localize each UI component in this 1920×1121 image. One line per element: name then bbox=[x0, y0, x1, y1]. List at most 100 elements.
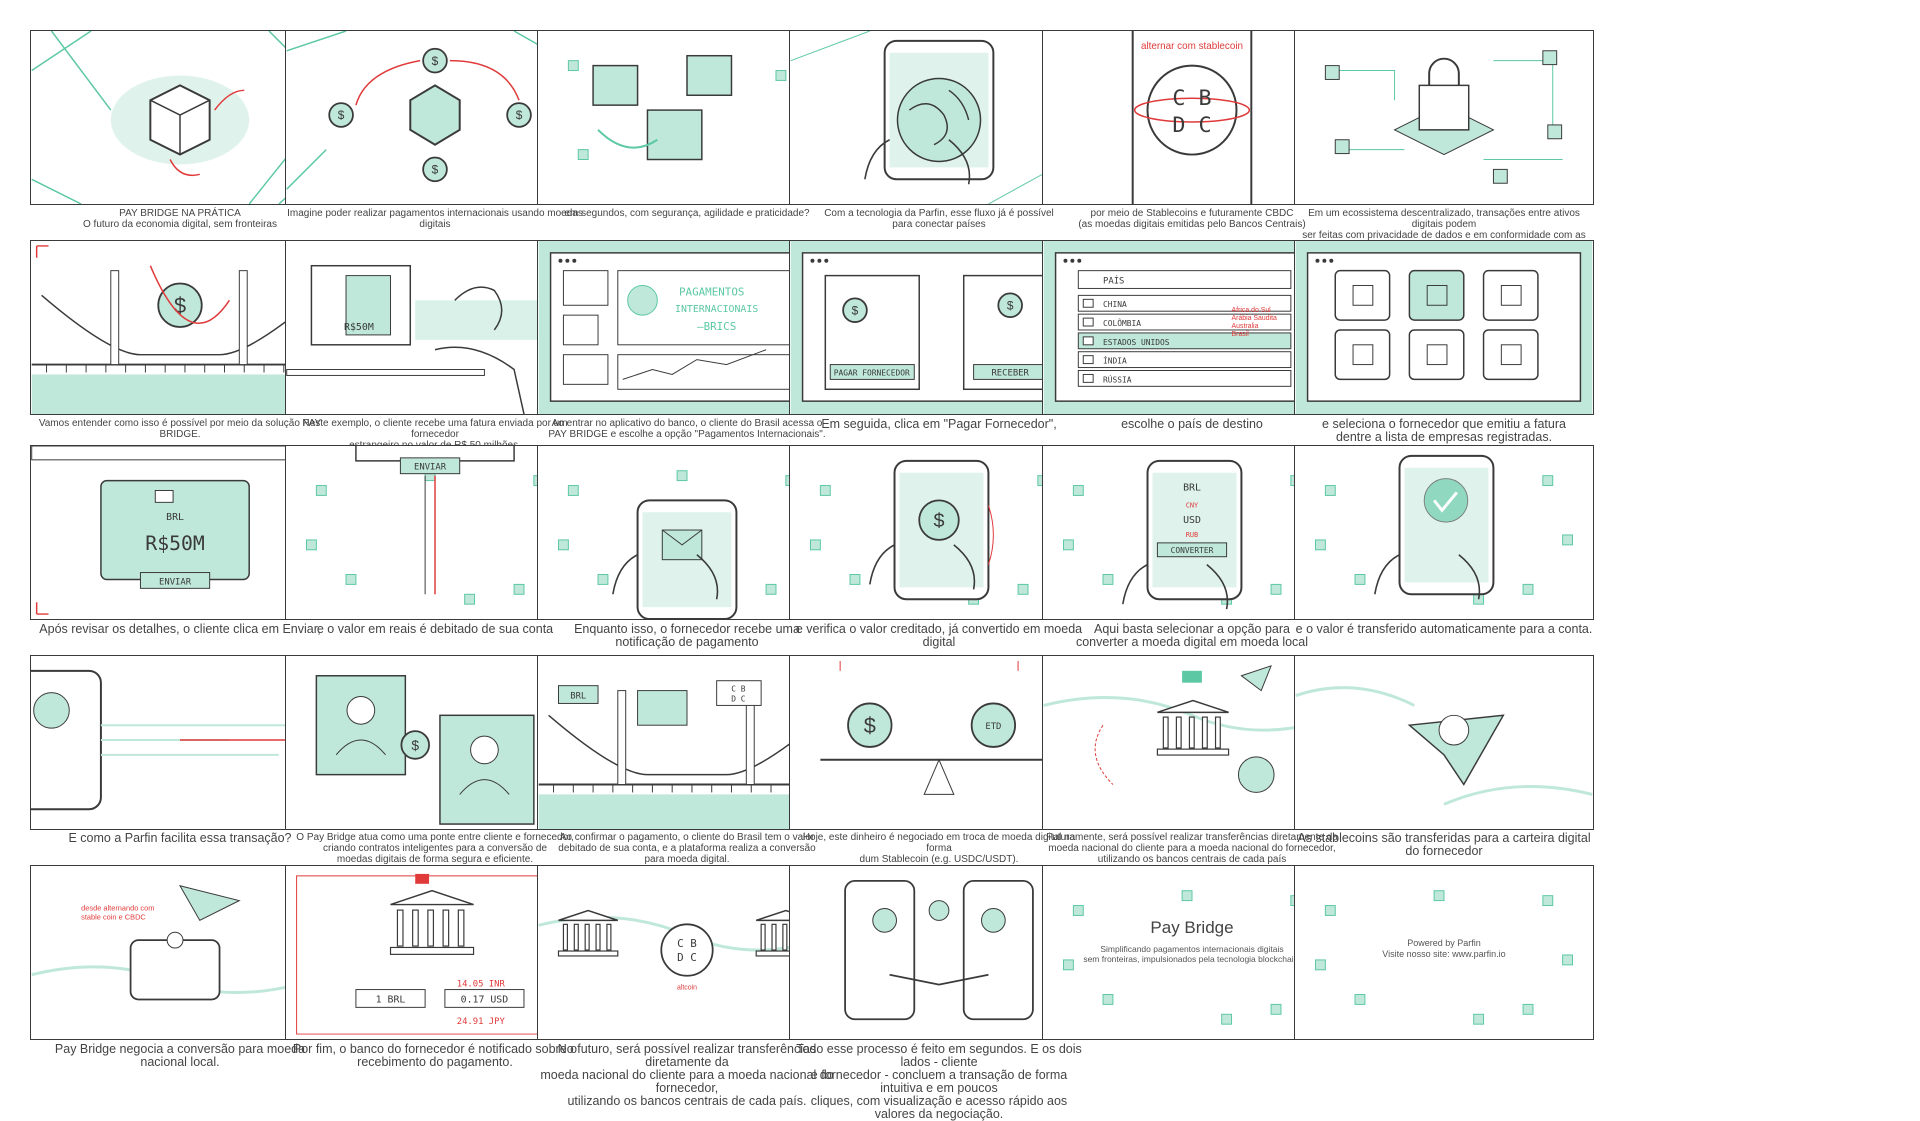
caption-line: notificação de pagamento bbox=[615, 635, 759, 649]
panel-caption: Em seguida, clica em "Pagar Fornecedor", bbox=[789, 418, 1089, 431]
storyboard-panel bbox=[537, 30, 837, 205]
svg-text:1 BRL: 1 BRL bbox=[376, 994, 406, 1005]
caption-line: e seleciona o fornecedor que emitiu a fa… bbox=[1322, 417, 1566, 431]
panel-caption: Com a tecnologia da Parfin, esse fluxo j… bbox=[789, 208, 1089, 230]
caption-line: Aqui basta selecionar a opção para bbox=[1094, 622, 1290, 636]
security-icons bbox=[567, 54, 787, 161]
svg-text:$: $ bbox=[432, 163, 439, 177]
invoice-amount: R$50M bbox=[344, 322, 374, 333]
caption-line: Em seguida, clica em "Pagar Fornecedor", bbox=[821, 417, 1057, 431]
caption-line: No futuro, será possível realizar transf… bbox=[557, 1042, 817, 1069]
panel-caption: escolhe o país de destino bbox=[1042, 418, 1342, 431]
svg-text:R$50M: R$50M bbox=[145, 532, 205, 555]
caption-line: dentre a lista de empresas registradas. bbox=[1335, 430, 1553, 444]
svg-text:ÍNDIA: ÍNDIA bbox=[1103, 355, 1127, 366]
svg-text:ESTADOS UNIDOS: ESTADOS UNIDOS bbox=[1103, 338, 1170, 347]
svg-text:PAGAMENTOS: PAGAMENTOS bbox=[679, 285, 744, 298]
svg-text:$: $ bbox=[516, 108, 523, 122]
caption-line: para conectar países bbox=[892, 219, 986, 230]
caption-line: PAY BRIDGE e escolhe a opção "Pagamentos… bbox=[548, 429, 826, 440]
caption-line: As stablecoins são transferidas para a c… bbox=[1297, 831, 1591, 858]
caption-line: Vamos entender como isso é possível por … bbox=[38, 418, 322, 440]
caption-line: Em um ecossistema descentralizado, trans… bbox=[1308, 208, 1580, 230]
panel-caption: e seleciona o fornecedor que emitiu a fa… bbox=[1294, 418, 1594, 444]
svg-text:$: $ bbox=[852, 303, 859, 317]
panel-caption: Ao confirmar o pagamento, o cliente do B… bbox=[537, 832, 837, 865]
powered-by: Powered by Parfin bbox=[1407, 938, 1481, 948]
phone-transfer-icon bbox=[31, 669, 309, 811]
phone-check-icon bbox=[1314, 454, 1574, 605]
storyboard-panel bbox=[789, 865, 1089, 1040]
caption-line: escolhe o país de destino bbox=[1121, 417, 1263, 431]
panel-caption: Todo esse processo é feito em segundos. … bbox=[789, 1043, 1089, 1121]
svg-text:stable coin e CBDC: stable coin e CBDC bbox=[81, 912, 146, 921]
caption-line: Imagine poder realizar pagamentos intern… bbox=[287, 208, 583, 230]
caption-line: e o valor é transferido automaticamente … bbox=[1295, 622, 1593, 636]
svg-text:$: $ bbox=[864, 713, 876, 738]
panel-caption: por meio de Stablecoins e futuramente CB… bbox=[1042, 208, 1342, 230]
svg-text:PAÍS: PAÍS bbox=[1103, 275, 1124, 287]
svg-text:CNY: CNY bbox=[1186, 501, 1199, 509]
bank-plane-icon bbox=[1043, 665, 1341, 793]
caption-line: e fornecedor - concluem a transação de f… bbox=[810, 1068, 1068, 1095]
caption-line: E como a Parfin facilita essa transação? bbox=[68, 831, 292, 845]
caption-line: PAY BRIDGE NA PRÁTICA bbox=[119, 208, 241, 219]
svg-text:BRL: BRL bbox=[570, 692, 586, 702]
caption-line: O Pay Bridge atua como uma ponte entre c… bbox=[296, 832, 574, 843]
caption-line: Com a tecnologia da Parfin, esse fluxo j… bbox=[824, 208, 1054, 219]
svg-text:$: $ bbox=[432, 54, 439, 68]
stablecoin-label: alternar com stablecoin bbox=[1141, 41, 1243, 52]
storyboard-panel bbox=[1294, 240, 1594, 415]
svg-text:0.17 USD: 0.17 USD bbox=[461, 994, 509, 1005]
panel-caption: e verifica o valor creditado, já convert… bbox=[789, 623, 1089, 649]
panel-caption: Por fim, o banco do fornecedor é notific… bbox=[285, 1043, 585, 1069]
panel-caption: Após revisar os detalhes, o cliente clic… bbox=[30, 623, 330, 636]
svg-text:—BRICS: —BRICS bbox=[697, 320, 736, 333]
svg-text:14.05 INR: 14.05 INR bbox=[457, 980, 506, 990]
caption-line: Enquanto isso, o fornecedor recebe uma bbox=[574, 622, 800, 636]
caption-line: Por fim, o banco do fornecedor é notific… bbox=[292, 1042, 578, 1056]
caption-line: Todo esse processo é feito em segundos. … bbox=[796, 1042, 1082, 1069]
currency-cycle-icon: $$$$ bbox=[286, 31, 584, 204]
storyboard-panel: ENVIAR bbox=[285, 445, 585, 620]
caption-line: Futuramente, será possível realizar tran… bbox=[1046, 832, 1338, 843]
storyboard-panel: $ bbox=[285, 655, 585, 830]
svg-text:CHINA: CHINA bbox=[1103, 300, 1127, 309]
svg-text:C B: C B bbox=[731, 685, 746, 694]
svg-text:Arábia Saudita: Arábia Saudita bbox=[1232, 315, 1277, 322]
svg-text:C B: C B bbox=[1172, 86, 1211, 111]
panel-caption: Hoje, este dinheiro é negociado em troca… bbox=[789, 832, 1089, 865]
panel-caption: No futuro, será possível realizar transf… bbox=[537, 1043, 837, 1108]
storyboard-panel bbox=[30, 655, 330, 830]
panel-caption: e o valor em reais é debitado de sua con… bbox=[285, 623, 585, 636]
storyboard-panel: $$$$ bbox=[285, 30, 585, 205]
panel-caption: em segundos, com segurança, agilidade e … bbox=[537, 208, 837, 219]
caption-line: recebimento do pagamento. bbox=[357, 1055, 513, 1069]
caption-line: O futuro da economia digital, sem fronte… bbox=[83, 219, 277, 230]
scale-icon: $ETD bbox=[820, 660, 1058, 795]
network-lock-icon bbox=[1324, 50, 1563, 184]
panel-caption: E como a Parfin facilita essa transação? bbox=[30, 832, 330, 845]
caption-line: para moeda digital. bbox=[644, 854, 730, 865]
svg-text:PAGAR FORNECEDOR: PAGAR FORNECEDOR bbox=[834, 368, 910, 377]
client-supplier-icon: $ bbox=[315, 675, 555, 825]
phone-globe-icon bbox=[790, 31, 1088, 204]
caption-line: Ao entrar no aplicativo do banco, o clie… bbox=[551, 418, 823, 429]
caption-line: Neste exemplo, o cliente recebe uma fatu… bbox=[302, 418, 568, 440]
